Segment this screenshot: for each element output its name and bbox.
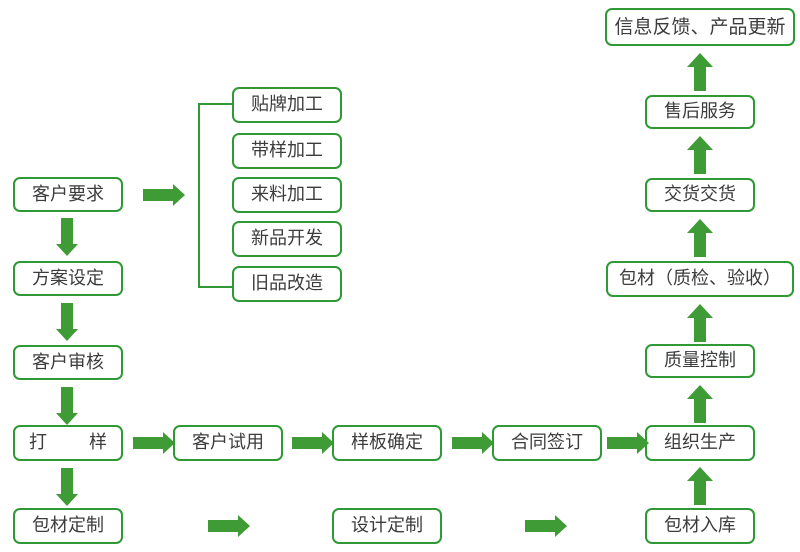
node-contract-sign[interactable]: 合同签订: [492, 425, 602, 461]
arrow-requirement-to-options: [143, 182, 185, 208]
node-customer-trial[interactable]: 客户试用: [173, 425, 283, 461]
arrow-packaging-custom-to-design: [208, 513, 250, 539]
node-after-sales[interactable]: 售后服务: [645, 95, 755, 129]
arrow-after-sales-to-feedback: [686, 53, 714, 91]
node-packaging-custom[interactable]: 包材定制: [13, 508, 123, 544]
processing-option-refurbish[interactable]: 旧品改造: [232, 266, 342, 302]
node-customer-review[interactable]: 客户审核: [13, 345, 123, 380]
arrow-requirement-to-plan: [54, 218, 80, 256]
processing-option-sample-based[interactable]: 带样加工: [232, 133, 342, 169]
arrow-sample-confirm-to-contract: [452, 430, 494, 456]
node-delivery[interactable]: 交货交货: [645, 178, 755, 212]
arrow-trial-to-sample-confirm: [292, 430, 334, 456]
node-sampling[interactable]: 打 样: [13, 425, 123, 461]
node-sampling-char-1: 打: [29, 432, 47, 453]
processing-options-bracket: [198, 103, 234, 288]
node-packaging-inbound[interactable]: 包材入库: [645, 508, 755, 544]
arrow-packaging-qc-to-delivery: [686, 219, 714, 257]
node-sampling-char-2: 样: [89, 432, 107, 453]
arrow-design-to-inbound: [525, 513, 567, 539]
node-feedback-update[interactable]: 信息反馈、产品更新: [605, 8, 795, 46]
arrow-sampling-to-trial: [133, 430, 175, 456]
node-sample-confirm[interactable]: 样板确定: [332, 425, 442, 461]
processing-option-oem[interactable]: 贴牌加工: [232, 87, 342, 123]
arrow-delivery-to-after-sales: [686, 136, 714, 174]
node-packaging-qc[interactable]: 包材（质检、验收）: [606, 261, 794, 297]
node-quality-control[interactable]: 质量控制: [645, 344, 755, 378]
arrow-sampling-to-packaging-custom: [54, 468, 80, 506]
arrow-qc-to-packaging-qc: [686, 304, 714, 342]
node-design-custom[interactable]: 设计定制: [332, 508, 442, 544]
node-plan-setting[interactable]: 方案设定: [13, 261, 123, 296]
node-customer-requirement[interactable]: 客户要求: [13, 177, 123, 212]
arrow-review-to-sampling: [54, 387, 80, 425]
node-organize-production[interactable]: 组织生产: [645, 425, 755, 461]
arrow-production-to-qc: [686, 385, 714, 423]
processing-option-material-supplied[interactable]: 来料加工: [232, 177, 342, 213]
arrow-inbound-to-production: [686, 467, 714, 505]
processing-option-new-product[interactable]: 新品开发: [232, 221, 342, 257]
arrow-plan-to-review: [54, 303, 80, 341]
arrow-contract-to-production: [607, 430, 649, 456]
